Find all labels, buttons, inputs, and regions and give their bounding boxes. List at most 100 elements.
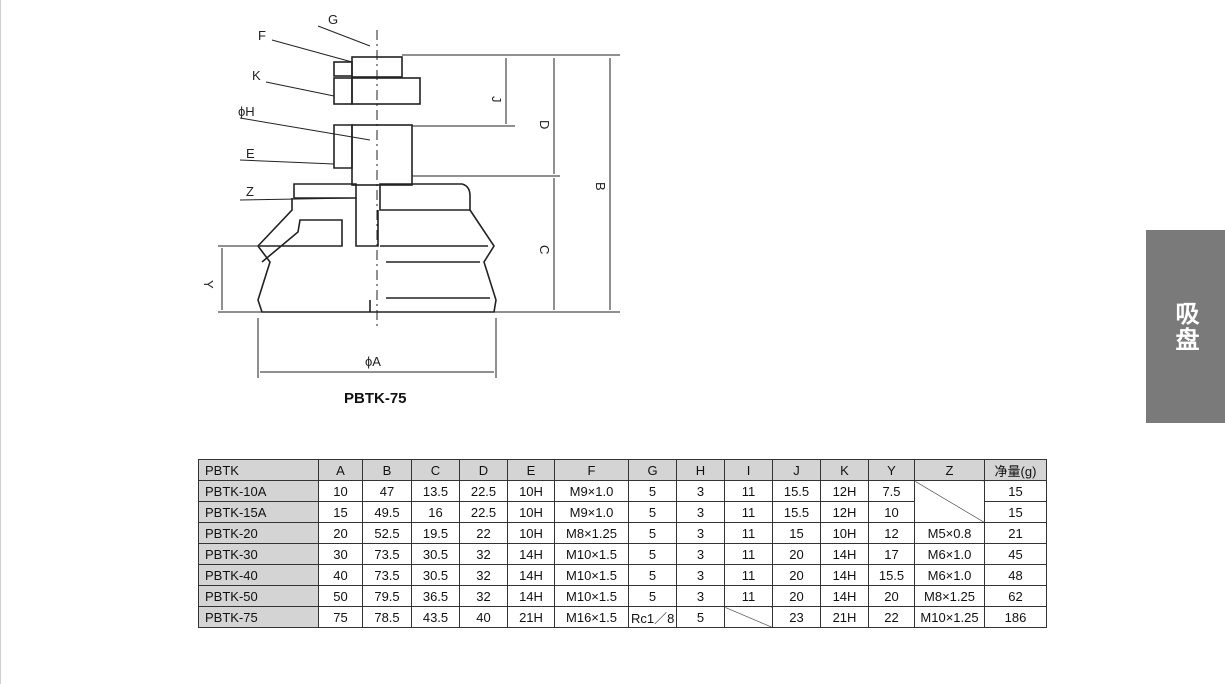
- table-cell: 79.5: [362, 585, 412, 607]
- table-cell: 32: [459, 543, 508, 565]
- table-cell: 3: [676, 480, 725, 502]
- table-cell: M10×1.25: [914, 606, 985, 628]
- table-cell: M6×1.0: [914, 564, 985, 586]
- table-cell: 14H: [507, 543, 555, 565]
- header-cell: A: [318, 459, 363, 481]
- table-cell: 22.5: [459, 480, 508, 502]
- label-g: G: [328, 12, 338, 27]
- table-cell: 11: [724, 501, 773, 523]
- spec-table: PBTK A B C D E F G H I J K Y Z 净量(g) PBT…: [198, 459, 1047, 628]
- table-cell: 14H: [507, 585, 555, 607]
- empty-slash-cell: [914, 480, 985, 523]
- suction-cup-drawing: G F K ϕH E Z J D B C Y ϕA: [201, 12, 620, 378]
- label-e: E: [246, 146, 255, 161]
- table-cell: 73.5: [362, 543, 412, 565]
- table-cell: 45: [984, 543, 1047, 565]
- table-cell: 22: [459, 522, 508, 544]
- label-y: Y: [201, 280, 216, 289]
- table-cell: 73.5: [362, 564, 412, 586]
- table-cell: 15: [984, 501, 1047, 523]
- table-cell: 3: [676, 522, 725, 544]
- table-cell: 22: [868, 606, 915, 628]
- header-cell: E: [507, 459, 555, 481]
- table-cell: 48: [984, 564, 1047, 586]
- table-cell: 186: [984, 606, 1047, 628]
- table-cell: 52.5: [362, 522, 412, 544]
- dimension-lines: [218, 25, 620, 378]
- table-cell: 5: [628, 522, 677, 544]
- table-cell: 5: [628, 564, 677, 586]
- table-cell: 14H: [820, 564, 869, 586]
- table-cell: 5: [628, 585, 677, 607]
- table-row: PBTK-40 40 73.5 30.5 32 14H M10×1.5 5 3 …: [198, 564, 1047, 586]
- table-cell: 62: [984, 585, 1047, 607]
- table-cell: 21H: [507, 606, 555, 628]
- table-cell: 13.5: [411, 480, 460, 502]
- table-cell: 3: [676, 501, 725, 523]
- table-cell: 5: [676, 606, 725, 628]
- label-h: ϕH: [238, 104, 255, 119]
- header-cell: H: [676, 459, 725, 481]
- table-cell: 50: [318, 585, 363, 607]
- label-c: C: [537, 245, 552, 254]
- model-cell: PBTK-15A: [198, 501, 319, 523]
- table-cell: M10×1.5: [554, 543, 629, 565]
- model-cell: PBTK-75: [198, 606, 319, 628]
- header-cell: 净量(g): [984, 459, 1047, 481]
- table-cell: 14H: [820, 585, 869, 607]
- header-cell: B: [362, 459, 412, 481]
- table-cell: 12H: [820, 501, 869, 523]
- side-tab[interactable]: 吸盘: [1146, 230, 1225, 423]
- table-cell: 12H: [820, 480, 869, 502]
- page-left-border: [0, 0, 1, 684]
- table-cell: 7.5: [868, 480, 915, 502]
- table-cell: 30.5: [411, 564, 460, 586]
- table-cell: 20: [868, 585, 915, 607]
- technical-drawing: G F K ϕH E Z J D B C Y ϕA: [180, 0, 640, 415]
- table-cell: M8×1.25: [554, 522, 629, 544]
- table-cell: 12: [868, 522, 915, 544]
- table-cell: M9×1.0: [554, 501, 629, 523]
- table-cell: 15: [772, 522, 821, 544]
- header-cell: PBTK: [198, 459, 319, 481]
- table-cell: 15.5: [868, 564, 915, 586]
- table-cell: 40: [318, 564, 363, 586]
- table-cell: 11: [724, 585, 773, 607]
- table-cell: 3: [676, 585, 725, 607]
- table-row: PBTK-15A 15 49.5 16 22.5 10H M9×1.0 5 3 …: [198, 501, 1047, 523]
- table-cell: 49.5: [362, 501, 412, 523]
- table-cell: 40: [459, 606, 508, 628]
- header-cell: G: [628, 459, 677, 481]
- table-cell: M10×1.5: [554, 585, 629, 607]
- label-b: B: [593, 182, 608, 191]
- drawing-caption: PBTK-75: [344, 390, 407, 407]
- table-cell: M9×1.0: [554, 480, 629, 502]
- table-cell: 15.5: [772, 480, 821, 502]
- empty-slash-cell: [724, 606, 773, 628]
- model-cell: PBTK-10A: [198, 480, 319, 502]
- header-cell: C: [411, 459, 460, 481]
- table-cell: M6×1.0: [914, 543, 985, 565]
- header-cell: I: [724, 459, 773, 481]
- table-cell: 17: [868, 543, 915, 565]
- table-cell: 10H: [507, 522, 555, 544]
- table-cell: 20: [772, 564, 821, 586]
- label-k: K: [252, 68, 261, 83]
- header-cell: Z: [914, 459, 985, 481]
- table-cell: 10: [868, 501, 915, 523]
- table-cell: 47: [362, 480, 412, 502]
- model-cell: PBTK-50: [198, 585, 319, 607]
- table-cell: 5: [628, 501, 677, 523]
- table-cell: M16×1.5: [554, 606, 629, 628]
- table-cell: 16: [411, 501, 460, 523]
- table-cell: 15: [318, 501, 363, 523]
- table-cell: 23: [772, 606, 821, 628]
- table-row: PBTK-75 75 78.5 43.5 40 21H M16×1.5 Rc1／…: [198, 606, 1047, 628]
- header-cell: D: [459, 459, 508, 481]
- table-row: PBTK-10A 10 47 13.5 22.5 10H M9×1.0 5 3 …: [198, 480, 1047, 523]
- model-cell: PBTK-20: [198, 522, 319, 544]
- label-j: J: [489, 96, 504, 103]
- table-cell: 19.5: [411, 522, 460, 544]
- table-cell: Rc1／8: [628, 606, 677, 628]
- label-z: Z: [246, 184, 254, 199]
